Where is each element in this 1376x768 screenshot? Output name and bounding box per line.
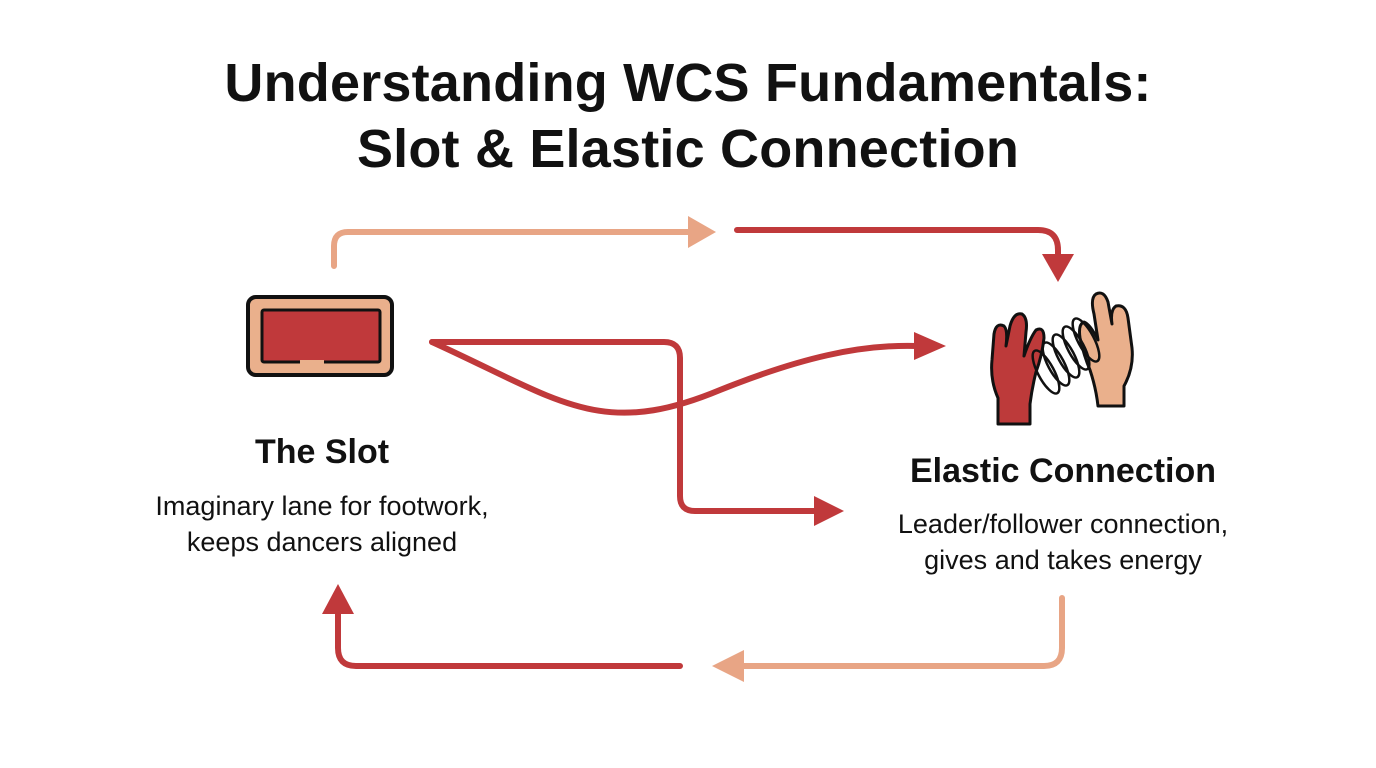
slot-heading: The Slot: [254, 433, 390, 471]
slot-description-line-2: keeps dancers aligned: [186, 527, 458, 557]
elastic-description-line-1: Leader/follower connection,: [897, 509, 1229, 539]
elastic-description: Leader/follower connection, gives and ta…: [843, 506, 1283, 578]
title-line-1: Understanding WCS Fundamentals:: [224, 53, 1152, 113]
elastic-heading: Elastic Connection: [909, 452, 1217, 490]
arrow-elbow: [429, 339, 844, 526]
arrow-bottom-left: [322, 584, 683, 669]
page-title: Understanding WCS Fundamentals: Slot & E…: [0, 50, 1376, 182]
arrow-wave: [429, 332, 946, 416]
arrow-top-right: [734, 227, 1074, 282]
slot-lane-icon: [246, 295, 394, 377]
title-line-2: Slot & Elastic Connection: [356, 119, 1020, 179]
hands-spring-icon: [990, 291, 1134, 426]
slot-description-line-1: Imaginary lane for footwork,: [155, 491, 489, 521]
arrow-bottom-right: [712, 595, 1065, 682]
slot-description: Imaginary lane for footwork, keeps dance…: [100, 488, 544, 560]
arrow-top-left: [331, 216, 716, 269]
elastic-description-line-2: gives and takes energy: [924, 545, 1202, 575]
